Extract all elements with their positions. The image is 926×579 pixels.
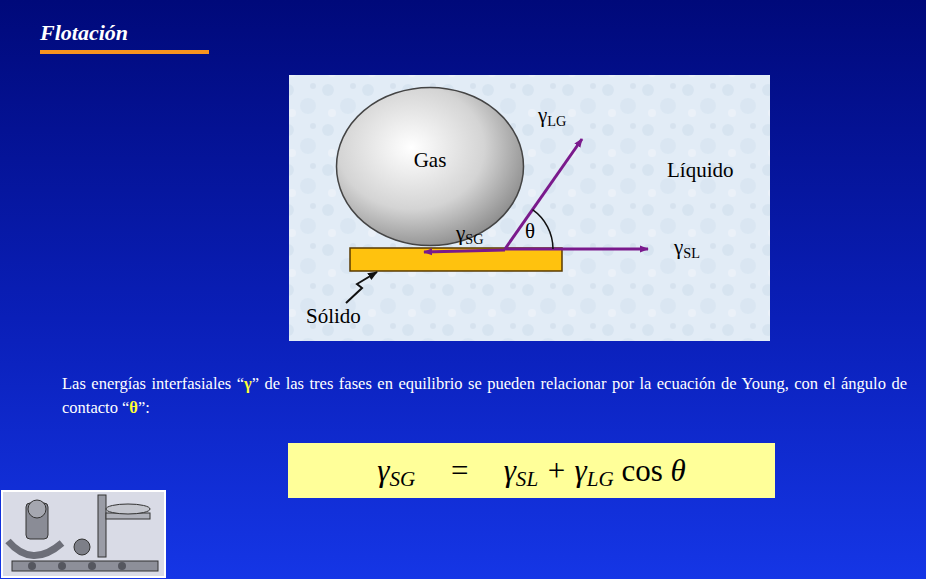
angle-label: θ: [525, 220, 535, 243]
leader-line: [346, 272, 377, 303]
title-underline: [40, 50, 209, 54]
liquid-region: Líquido Gas: [289, 75, 770, 341]
vector-label: γSL: [674, 236, 700, 259]
gas-bubble: Gas: [335, 86, 525, 247]
vector-label: γLG: [538, 104, 566, 127]
angle-arc: [533, 210, 554, 249]
slide-title: Flotación: [40, 20, 128, 46]
liquid-panel: [289, 75, 770, 341]
solid-bar: [350, 248, 562, 271]
phase-label: Líquido: [667, 158, 734, 183]
vector-label: γSG: [456, 222, 484, 245]
formula-box: γSG = γSL + γLG cos θ: [288, 443, 775, 498]
phase-label: Gas: [414, 148, 447, 173]
vector-sl: [505, 248, 648, 251]
machinery-icon: [2, 491, 165, 577]
explanation-text: Las energías interfasiales “γ” de las tr…: [62, 372, 907, 420]
vector-sg: [424, 250, 505, 252]
phase-label: Sólido: [306, 305, 361, 328]
young-equation: γSG = γSL + γLG cos θ: [377, 453, 686, 489]
